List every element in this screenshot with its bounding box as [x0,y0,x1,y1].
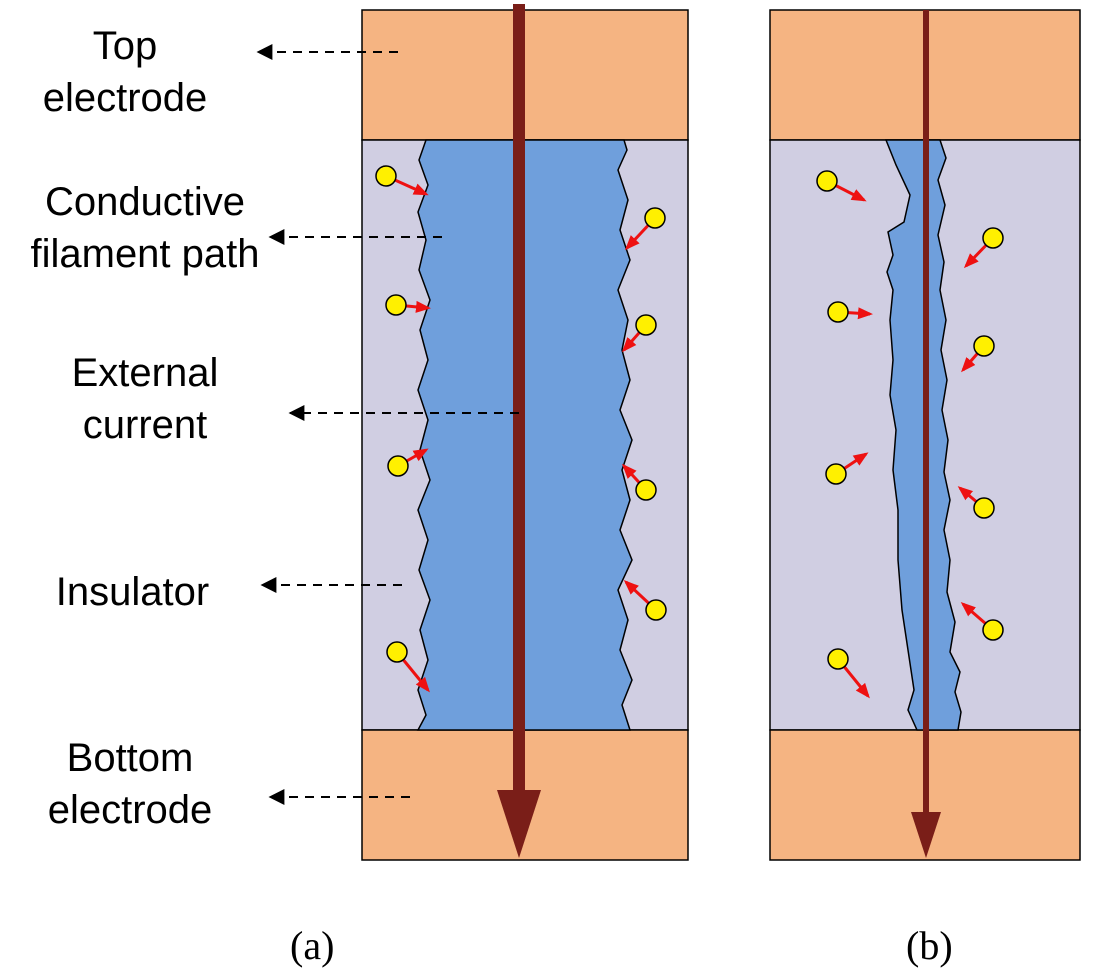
label-bottom-electrode-line1: Bottom [66,736,194,780]
label-bottom-electrode-line2: electrode [47,788,213,832]
ion [386,641,430,693]
label-external-current-line2: current [82,403,208,447]
caption-b: (b) [906,923,953,968]
label-external-current-line1: External [71,351,219,395]
ion [957,486,995,519]
label-filament-line2: filament path [30,232,260,276]
ion [375,165,429,196]
label-top-electrode: Top electrode [0,20,250,124]
leaders [256,44,519,805]
ion [621,463,657,501]
ion [816,170,867,202]
caption-a: (a) [290,923,335,968]
label-insulator-text: Insulator [55,570,210,614]
ion [960,602,1004,641]
label-conductive-filament-path: Conductive filament path [0,176,290,280]
ions-a [375,165,667,693]
label-insulator: Insulator [0,566,265,618]
ion [827,648,870,699]
panel-a [361,4,689,861]
label-top-electrode-line1: Top [92,24,158,68]
ion [387,448,429,477]
label-bottom-electrode: Bottom electrode [5,732,255,836]
ions-b [816,170,1004,699]
ion [385,294,431,316]
label-filament-line1: Conductive [44,180,246,224]
label-external-current: External current [20,347,270,451]
current-head-b [911,812,941,858]
current-arrow-a [497,4,541,858]
ion [961,335,995,373]
label-top-electrode-line2: electrode [42,76,208,120]
ion [622,314,657,353]
ion [624,207,666,251]
panel-b [769,9,1081,861]
ion [963,227,1004,269]
ion [827,301,873,323]
ion [623,579,667,621]
ion [825,452,869,485]
